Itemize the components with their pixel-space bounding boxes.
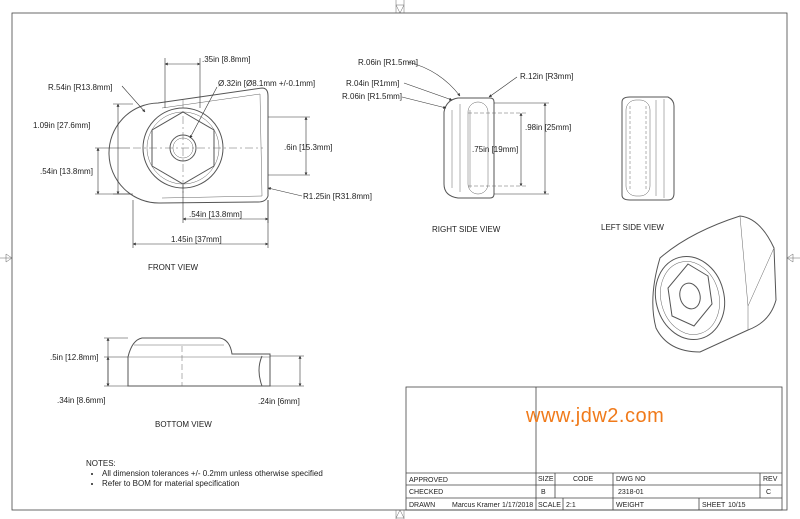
note-item: All dimension tolerances +/- 0.2mm unles…	[102, 469, 323, 479]
dim-right-height: .6in [15.3mm]	[284, 143, 332, 152]
dim-bottom-height: .5in [12.8mm]	[50, 353, 98, 362]
right-side-view-label: RIGHT SIDE VIEW	[432, 225, 501, 234]
watermark-text: www.jdw2.com	[525, 405, 664, 427]
sheet-value: 10/15	[728, 502, 746, 509]
approved-label: APPROVED	[409, 477, 448, 484]
dim-height: 1.09in [27.6mm]	[33, 121, 90, 130]
dim-left-lower: .54in [13.8mm]	[40, 167, 93, 176]
sheet-border	[11, 12, 788, 511]
notes-heading: NOTES:	[86, 459, 116, 468]
dim-side-inner-height: .75in [19mm]	[472, 145, 518, 154]
front-view: FRONT VIEW .35in [8.8mm] Ø.32in [Ø8.1mm …	[33, 55, 372, 272]
notes-block: NOTES: All dimension tolerances +/- 0.2m…	[86, 459, 323, 489]
bottom-view: BOTTOM VIEW .5in [12.8mm] .34in [8.6mm] …	[50, 337, 304, 429]
dim-bottom-half: .54in [13.8mm]	[189, 210, 242, 219]
right-side-view: RIGHT SIDE VIEW R.06in [R1.5mm] R.04in […	[342, 58, 573, 234]
dim-bottom-lower: .34in [8.6mm]	[57, 396, 105, 405]
dim-side-r1: R.06in [R1.5mm]	[358, 58, 418, 67]
checked-label: CHECKED	[409, 489, 443, 496]
title-block: www.jdw2.com APPROVED CHECKED DRAWN Marc…	[405, 386, 783, 511]
dim-top-width: .35in [8.8mm]	[202, 55, 250, 64]
dim-width: 1.45in [37mm]	[171, 235, 222, 244]
left-side-view-label: LEFT SIDE VIEW	[601, 223, 664, 232]
bottom-view-label: BOTTOM VIEW	[155, 420, 212, 429]
scale-value: 2:1	[566, 502, 576, 509]
note-item: Refer to BOM for material specification	[102, 479, 323, 489]
scale-label: SCALE	[538, 502, 561, 509]
size-value: B	[541, 489, 546, 496]
dim-left-radius: R.54in [R13.8mm]	[48, 83, 112, 92]
front-view-label: FRONT VIEW	[148, 263, 199, 272]
drawn-label: DRAWN	[409, 502, 435, 509]
notes-list: All dimension tolerances +/- 0.2mm unles…	[86, 469, 323, 489]
dwg-label: DWG NO	[616, 476, 646, 483]
weight-label: WEIGHT	[616, 502, 645, 509]
drawn-by: Marcus Kramer	[452, 502, 501, 509]
dwg-value: 2318-01	[618, 489, 644, 496]
dim-bottom-right: .24in [6mm]	[258, 397, 300, 406]
size-label: SIZE	[538, 476, 554, 483]
code-label: CODE	[573, 476, 594, 483]
left-side-view: LEFT SIDE VIEW	[601, 96, 675, 232]
isometric-view	[652, 215, 777, 353]
rev-value: C	[766, 489, 771, 496]
dim-right-radius: R1.25in [R31.8mm]	[303, 192, 372, 201]
dim-side-r4: R.12in [R3mm]	[520, 72, 573, 81]
sheet-label: SHEET	[702, 502, 726, 509]
dim-side-outer-height: .98in [25mm]	[525, 123, 571, 132]
dim-side-r2: R.04in [R1mm]	[346, 79, 399, 88]
drawn-date: 1/17/2018	[502, 502, 533, 509]
dim-side-r3: R.06in [R1.5mm]	[342, 92, 402, 101]
rev-label: REV	[763, 476, 778, 483]
dim-hole-diameter: Ø.32in [Ø8.1mm +/-0.1mm]	[218, 79, 315, 88]
